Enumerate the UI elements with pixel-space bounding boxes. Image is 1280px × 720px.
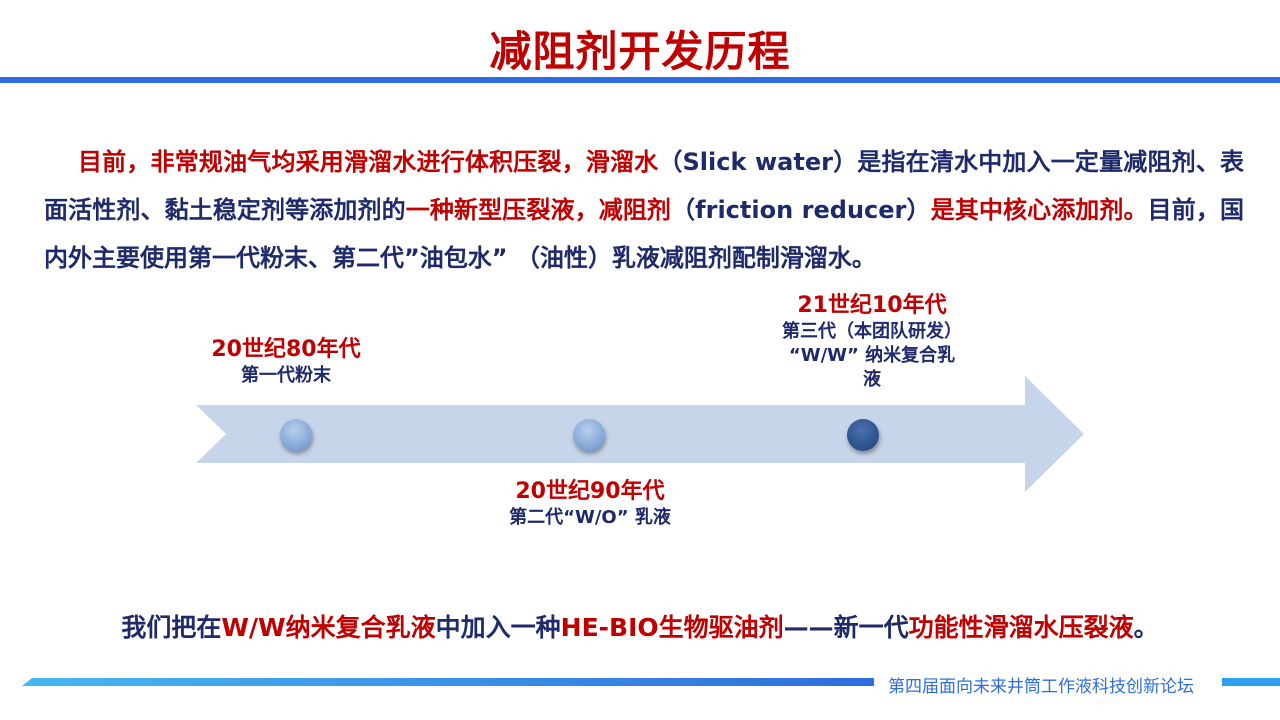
footer-bar-right [1222,678,1280,686]
timeline-desc-3a: 第三代（本团队研发） [782,321,962,342]
timeline-desc-1: 第一代粉末 [241,365,331,386]
summary-part-3: 中加入一种 [435,613,561,642]
summary-part-5: ——新一代 [783,613,909,642]
intro-dark-1: （Slick water）是指在清水中加入一定量减阻剂、表面活性剂、黏土稳定剂等… [44,148,1245,224]
timeline-arrow-shape [196,376,1084,492]
timeline-dot-3 [847,419,879,451]
intro-red-3: 是其中核心添加剂。 [930,196,1148,224]
footer-forum-name: 第四届面向未来井筒工作液科技创新论坛 [888,677,1194,697]
summary-part-6: 功能性滑溜水压裂液 [908,613,1134,642]
summary-sentence: 我们把在W/W纳米复合乳液中加入一种HE-BIO生物驱油剂——新一代功能性滑溜水… [0,608,1280,644]
timeline-label-3: 21世纪10年代 第三代（本团队研发） “W/W” 纳米复合乳 液 [752,292,992,392]
summary-part-1: 我们把在 [121,613,222,642]
summary-part-4: HE-BIO生物驱油剂 [560,613,784,642]
timeline-era-2: 20世纪90年代 [515,479,665,504]
intro-red-1: 目前，非常规油气均采用滑溜水进行体积压裂，滑溜水 [78,148,659,176]
timeline-desc-3c: 液 [863,369,881,390]
timeline-era-3: 21世纪10年代 [797,293,947,318]
summary-part-2: W/W纳米复合乳液 [221,613,436,642]
timeline-dot-1 [280,419,312,451]
intro-red-2: 一种新型压裂液，减阻剂 [405,196,672,224]
page-title: 减阻剂开发历程 [489,27,791,76]
timeline-dot-2 [573,419,605,451]
summary-part-7: 。 [1133,613,1159,642]
timeline-desc-3b: “W/W” 纳米复合乳 [788,345,956,366]
timeline-era-1: 20世纪80年代 [211,337,361,362]
timeline-label-1: 20世纪80年代 第一代粉末 [186,336,386,388]
intro-dark-2: （friction reducer） [671,196,931,224]
footer-bar-left [22,678,874,686]
timeline-desc-2: 第二代“W/O” 乳液 [509,507,671,528]
title-divider [0,77,1280,83]
timeline-label-2: 20世纪90年代 第二代“W/O” 乳液 [470,478,710,530]
intro-dark-3: 目前，国内外主要使用第一代粉末、第二代”油包水” （油性）乳液减阻剂配制滑溜水。 [44,196,1245,272]
intro-paragraph: 目前，非常规油气均采用滑溜水进行体积压裂，滑溜水（Slick water）是指在… [44,138,1244,282]
